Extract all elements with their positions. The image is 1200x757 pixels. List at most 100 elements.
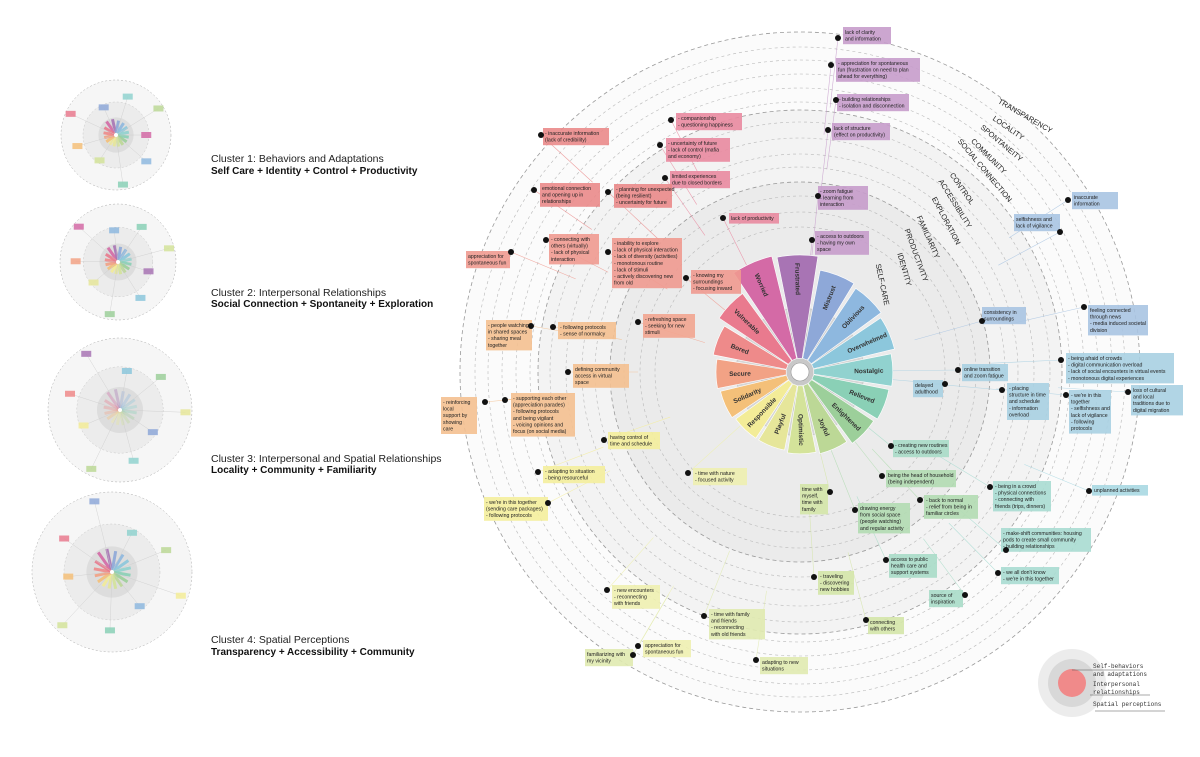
note-n26: - we're in this together(sending care pa… xyxy=(484,497,551,521)
note-box xyxy=(1069,390,1111,434)
note-box xyxy=(760,657,808,675)
note-text: familiarizing with xyxy=(587,652,625,658)
note-dot xyxy=(535,469,541,475)
note-text: time with xyxy=(802,487,823,493)
emotion-label: Secure xyxy=(729,371,751,378)
note-dot xyxy=(1063,392,1069,398)
note-text: through news xyxy=(1090,315,1122,321)
note-text: - lack of stimuli xyxy=(614,267,648,273)
emotion-wedge-vulnerable xyxy=(718,293,793,365)
legend-label: and adaptations xyxy=(1093,671,1147,678)
cluster-4-title: Cluster 4: Spatial Perceptions xyxy=(211,634,350,646)
note-dot xyxy=(683,275,689,281)
note-box xyxy=(612,585,660,609)
note-text: - monotonous routine xyxy=(614,261,663,267)
note-text: lack of structure xyxy=(834,126,871,132)
note-text: - supporting each other xyxy=(513,396,567,402)
legend-label: Spatial perceptions xyxy=(1093,701,1162,708)
note-n27: - time with nature- focused activity xyxy=(685,468,747,486)
emotion-wedge-mistrust xyxy=(802,269,855,361)
cluster-3-subtitle: Locality + Community + Familiarity xyxy=(211,465,377,476)
note-text: together xyxy=(488,343,507,349)
emotion-label: Frustrated xyxy=(793,263,801,295)
note-text: - following protocols xyxy=(560,325,606,331)
note-n45: unplanned activities xyxy=(1086,485,1148,496)
note-box xyxy=(1072,192,1118,210)
note-text: - following protocols xyxy=(486,513,532,519)
note-text: in shared spaces xyxy=(488,330,528,336)
note-text: space xyxy=(817,247,831,253)
note-box xyxy=(889,554,937,578)
emotion-wedge-joyful xyxy=(802,383,848,454)
note-text: interaction xyxy=(820,202,844,208)
note-text: focus (on social media) xyxy=(513,429,567,435)
note-dot xyxy=(635,643,641,649)
note-dot xyxy=(809,237,815,243)
note-n7: - companionship- questioning happiness xyxy=(668,113,742,131)
note-box xyxy=(543,128,609,146)
note-box xyxy=(837,94,909,112)
note-connector xyxy=(606,537,654,591)
note-connector xyxy=(847,552,867,621)
note-box xyxy=(484,497,548,521)
note-box xyxy=(836,58,920,82)
note-text: - digital communication overload xyxy=(1068,363,1143,369)
note-box xyxy=(1014,214,1060,232)
note-text: - sense of normalcy xyxy=(560,332,606,338)
note-n19: - following protocols- sense of normalcy xyxy=(550,322,616,340)
note-dot xyxy=(531,187,537,193)
note-box xyxy=(558,322,616,340)
note-box xyxy=(913,380,943,398)
note-connector xyxy=(823,64,832,135)
cluster-thumbnail-2 xyxy=(59,203,177,321)
note-text: pods to create small community xyxy=(1003,538,1076,544)
wheel-center xyxy=(790,362,810,382)
note-text: - media induced societal xyxy=(1090,321,1146,327)
note-box xyxy=(608,432,660,450)
note-box xyxy=(543,466,605,484)
note-text: and schedule xyxy=(1009,399,1040,405)
cluster-thumbnail-4 xyxy=(31,491,193,653)
note-text: and opening up in xyxy=(542,193,583,199)
note-text: lack of vigilance xyxy=(1016,224,1053,230)
note-n10: lack of productivity xyxy=(720,213,779,224)
note-box xyxy=(832,123,890,141)
note-box xyxy=(441,397,477,434)
note-box xyxy=(1092,485,1148,496)
note-dot xyxy=(1065,197,1071,203)
note-text: - new encounters xyxy=(614,588,654,594)
note-text: - back to normal xyxy=(926,498,963,504)
note-text: and local xyxy=(1133,395,1154,401)
note-text: online transition xyxy=(964,367,1000,373)
note-connector xyxy=(808,507,815,578)
note-text: and friends xyxy=(711,619,737,625)
note-text: friends (trips, dinners) xyxy=(995,504,1045,510)
note-dot xyxy=(685,470,691,476)
note-text: - being afraid of crowds xyxy=(1068,356,1122,362)
note-box xyxy=(486,320,532,351)
note-text: defining community xyxy=(575,367,620,373)
note-dot xyxy=(635,319,641,325)
note-text: inaccurate xyxy=(1074,195,1098,201)
cluster-4-subtitle: Transparency + Accessibility + Community xyxy=(211,647,415,658)
note-text: - focused activity xyxy=(695,478,734,484)
note-dot xyxy=(825,127,831,133)
note-text: - reconnecting xyxy=(711,625,744,631)
note-dot xyxy=(701,613,707,619)
note-dot xyxy=(1125,389,1131,395)
note-connector xyxy=(510,251,576,280)
note-n15: - inability to explore- lack of physical… xyxy=(605,238,682,289)
note-box xyxy=(886,470,956,488)
